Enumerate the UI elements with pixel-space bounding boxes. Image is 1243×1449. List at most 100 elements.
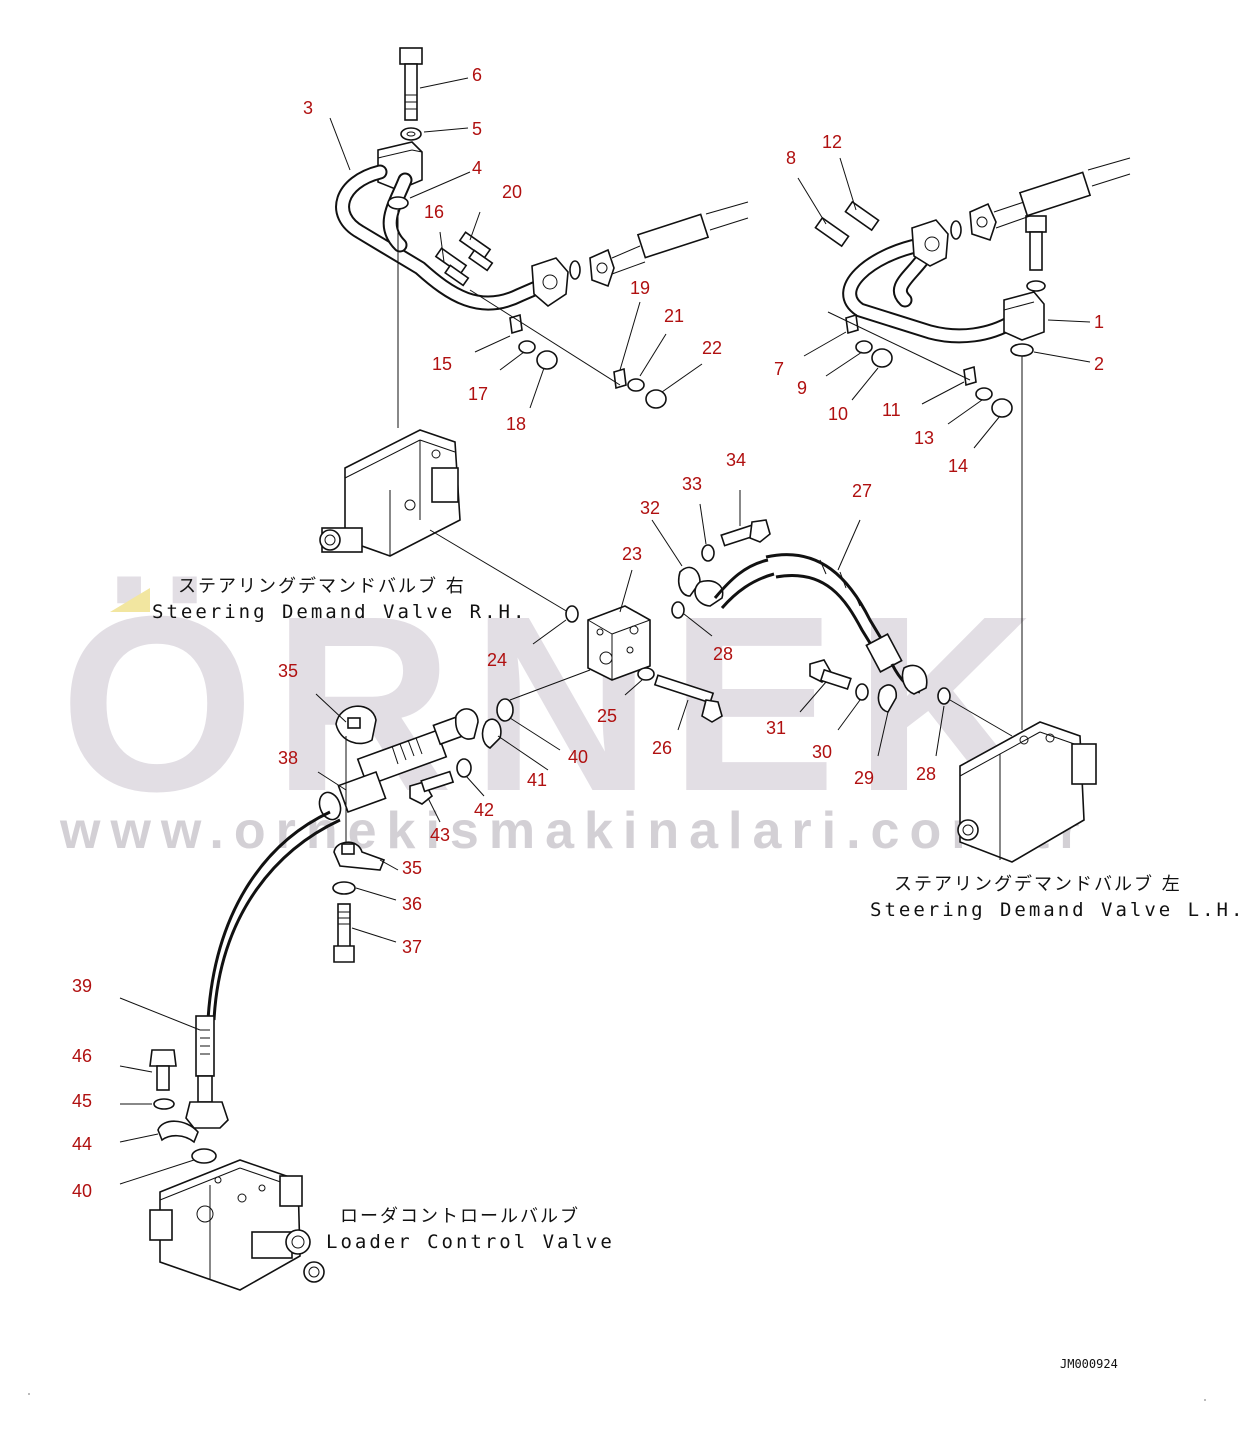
- caption-lh-en: Steering Demand Valve L.H.: [870, 899, 1243, 921]
- washer-42: [456, 758, 472, 778]
- clamp-11: [963, 365, 977, 387]
- o-ring-rh-hose: [569, 260, 581, 280]
- label-part-33: 33: [682, 474, 702, 494]
- label-part-39: 39: [72, 976, 92, 996]
- caption-rh-en: Steering Demand Valve R.H.: [152, 601, 527, 623]
- o-ring-40-lower: [191, 1148, 217, 1164]
- label-part-45: 45: [72, 1091, 92, 1111]
- hose-38-flange: [454, 708, 479, 740]
- pipe-block-lh: [1003, 291, 1045, 341]
- loader-valve-fitting-1: [251, 1231, 293, 1259]
- o-ring-40-mid: [496, 698, 514, 722]
- nut-22: [645, 389, 667, 409]
- junction-block: [587, 605, 651, 681]
- label-part-21: 21: [664, 306, 684, 326]
- label-part-29: 29: [854, 768, 874, 788]
- bolt-37: [333, 903, 355, 963]
- bolt-8: [814, 216, 850, 248]
- bolt-lh-shank: [1029, 231, 1043, 271]
- washer-13: [975, 387, 993, 401]
- o-ring-24: [565, 605, 579, 623]
- o-ring-28-lower: [937, 687, 951, 705]
- pipe-flange-rh: [531, 257, 569, 308]
- label-part-34: 34: [726, 450, 746, 470]
- nut-18: [536, 350, 558, 370]
- label-part-31: 31: [766, 718, 786, 738]
- steering-demand-valve-lh: [957, 721, 1097, 863]
- bolt-lh-head: [1025, 215, 1047, 233]
- label-part-16: 16: [424, 202, 444, 222]
- caption-lh-jp: ステアリングデマンドバルブ 左: [894, 873, 1182, 895]
- watermark-logo-triangle: [110, 588, 150, 612]
- label-part-26: 26: [652, 738, 672, 758]
- o-ring-28-upper: [671, 601, 685, 619]
- label-part-4: 4: [472, 158, 482, 178]
- label-part-19: 19: [630, 278, 650, 298]
- label-part-40-lower: 40: [72, 1181, 92, 1201]
- pipe-assembly-lh: [797, 157, 1131, 730]
- label-part-41: 41: [527, 770, 547, 790]
- o-ring-4: [387, 196, 409, 210]
- valve-lh-port: [1071, 743, 1097, 785]
- caption-rh-jp: ステアリングデマンドバルブ 右: [178, 575, 466, 597]
- label-part-25: 25: [597, 706, 617, 726]
- hose-flange-rh: [589, 248, 615, 288]
- washer-25: [637, 667, 655, 681]
- label-part-20: 20: [502, 182, 522, 202]
- pipe-flange-lh: [911, 219, 949, 267]
- watermark: ÖRNEK www.ornekismakinalari.com.tr: [59, 564, 1089, 860]
- label-part-46: 46: [72, 1046, 92, 1066]
- nut-10: [871, 348, 893, 368]
- hose-27-end-flange: [901, 664, 928, 695]
- washer-36: [332, 881, 356, 895]
- loader-valve-body: [159, 1159, 301, 1291]
- label-part-44: 44: [72, 1134, 92, 1154]
- hose-27-flange: [694, 580, 724, 607]
- washer-21: [627, 378, 645, 392]
- washer-33: [701, 544, 715, 562]
- hose-39-flange: [185, 1101, 229, 1129]
- label-part-27: 27: [852, 481, 872, 501]
- clamp-19: [613, 367, 627, 390]
- steering-demand-valve-rh: [319, 429, 569, 613]
- label-part-3: 3: [303, 98, 313, 118]
- washer-5: [400, 127, 422, 141]
- bolt-6-head: [399, 47, 423, 65]
- washer-17: [518, 340, 536, 354]
- washer-30: [855, 683, 869, 701]
- nut-14: [991, 398, 1013, 418]
- washer-9: [855, 340, 873, 354]
- pipe-assembly-rh: [329, 47, 749, 409]
- hose-38-fitting: [318, 708, 479, 821]
- label-part-14: 14: [948, 456, 968, 476]
- label-part-2: 2: [1094, 354, 1104, 374]
- label-part-24: 24: [487, 650, 507, 670]
- split-flange-29: [877, 684, 898, 713]
- hose-27-ferrule: [865, 633, 903, 673]
- washer-lh: [1026, 280, 1046, 292]
- label-part-43: 43: [430, 825, 450, 845]
- loader-valve-fitting-2: [149, 1209, 173, 1241]
- label-part-35-upper: 35: [278, 661, 298, 681]
- hose-end-lh: [1018, 171, 1092, 217]
- o-ring-2: [1010, 343, 1034, 357]
- label-part-6: 6: [472, 65, 482, 85]
- watermark-brand: ÖRNEK: [60, 564, 1053, 843]
- label-part-23: 23: [622, 544, 642, 564]
- label-part-17: 17: [468, 384, 488, 404]
- label-part-11: 11: [882, 400, 901, 420]
- bolt-34: [720, 519, 771, 547]
- bolt-26: [653, 674, 723, 723]
- label-part-28-lower: 28: [916, 764, 936, 784]
- label-part-35-lower: 35: [402, 858, 422, 878]
- label-part-15: 15: [432, 354, 452, 374]
- valve-lh-body: [959, 721, 1085, 863]
- label-part-9: 9: [797, 378, 807, 398]
- part-labels: 1 2 3 4 5 6 7 8 9 10 11 12 13 14 15 16 1…: [72, 65, 1104, 1201]
- hose-assembly-38: [119, 693, 549, 1129]
- split-flange-44: [157, 1120, 199, 1144]
- label-part-5: 5: [472, 119, 482, 139]
- watermark-url: www.ornekismakinalari.com.tr: [59, 802, 1089, 860]
- label-part-42: 42: [474, 800, 494, 820]
- clamp-15: [509, 313, 523, 335]
